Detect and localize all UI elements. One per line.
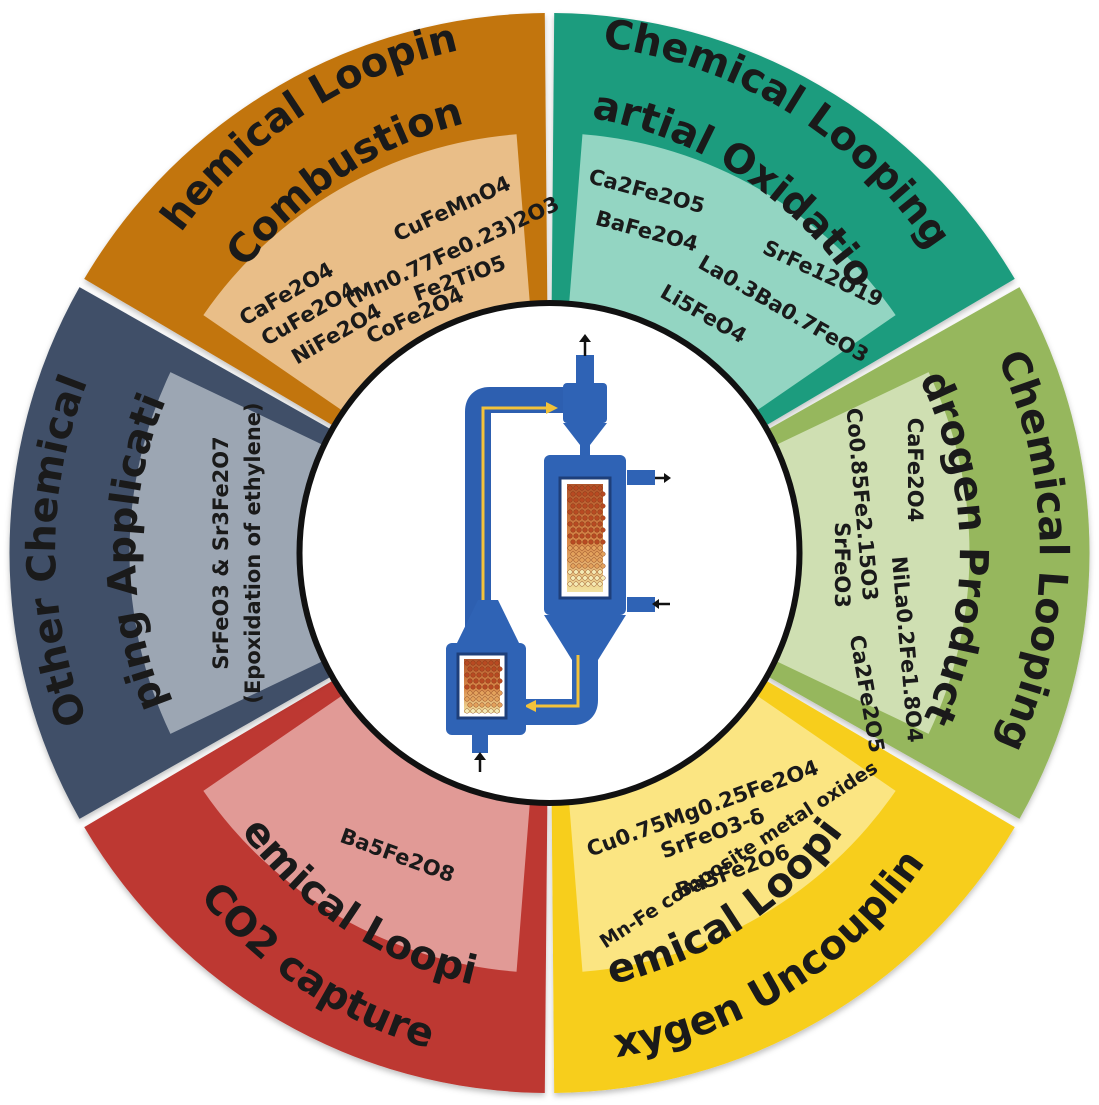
oxygen-uncoupling-inner-band (569, 694, 896, 972)
partial-oxidation-inner-band (569, 134, 896, 412)
other-applications-inner-band (129, 372, 324, 734)
material-label: SrFeO3 (830, 522, 854, 608)
sector-layer (9, 13, 1090, 1093)
combustion-inner-band (203, 134, 530, 412)
other-materials: SrFeO3 & Sr3Fe2O7 (Epoxidation of ethyle… (209, 402, 265, 703)
material-label: CaFe2O4 (903, 418, 927, 522)
reactor-icon (446, 334, 671, 772)
material-label: (Epoxidation of ethylene) (241, 402, 265, 703)
material-label: SrFeO3 & Sr3Fe2O7 (209, 436, 233, 670)
hydrogen-inner-band (775, 372, 970, 734)
co2-capture-inner-band (203, 694, 530, 972)
